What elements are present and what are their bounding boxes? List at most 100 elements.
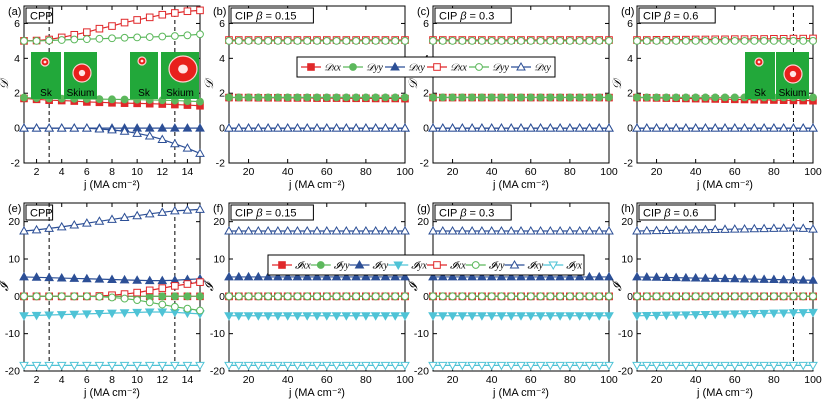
legend-marker: [307, 63, 315, 71]
data-point: [672, 93, 681, 102]
data-point: [370, 123, 381, 132]
series: [632, 123, 818, 132]
data-point: [565, 93, 574, 102]
legend-marker: [278, 261, 286, 269]
data-point: [321, 271, 332, 281]
data-point: [45, 36, 54, 45]
data-point: [652, 93, 661, 102]
data-point: [332, 93, 341, 102]
data-point: [158, 10, 167, 19]
series: [429, 36, 613, 45]
panel-title-box: [25, 204, 54, 221]
data-point: [196, 30, 204, 39]
data-point: [183, 7, 192, 16]
data-point: [662, 36, 671, 45]
y-axis-label: 𝓘: [610, 279, 624, 291]
data-point: [273, 93, 282, 102]
data-point: [81, 123, 92, 132]
data-point: [195, 361, 205, 371]
data-point: [44, 311, 55, 321]
data-point: [798, 223, 809, 232]
data-point: [351, 361, 361, 371]
series: [429, 93, 613, 102]
data-point: [195, 204, 205, 213]
data-point: [584, 123, 595, 132]
data-point: [720, 123, 730, 132]
data-point: [788, 309, 799, 318]
data-point: [133, 296, 142, 304]
data-point: [690, 361, 701, 371]
data-point: [701, 36, 710, 45]
data-point: [380, 312, 391, 321]
legend-marker: [393, 261, 404, 271]
data-point: [233, 225, 244, 235]
data-point: [447, 123, 458, 132]
x-tick-label: 40: [486, 374, 498, 386]
data-point: [595, 93, 604, 102]
y-tick-label: 0: [423, 291, 429, 303]
legend-marker: [471, 261, 480, 269]
series: [224, 123, 410, 132]
data-point: [224, 361, 234, 371]
data-point: [662, 93, 671, 102]
x-axis-label: j (MA cm⁻²): [492, 387, 549, 399]
data-point: [661, 272, 672, 281]
data-point: [273, 225, 283, 235]
data-point: [244, 93, 253, 102]
data-point: [322, 292, 331, 301]
data-point: [352, 292, 361, 301]
x-tick-label: 40: [282, 374, 294, 386]
data-point: [759, 123, 769, 132]
data-point: [264, 292, 273, 301]
panel-letter: (g): [417, 203, 430, 215]
data-point: [546, 36, 555, 45]
legend-marker: [390, 61, 400, 71]
data-point: [739, 361, 750, 371]
data-point: [468, 36, 477, 45]
data-point: [555, 123, 565, 132]
x-tick-label: 80: [360, 374, 372, 386]
data-point: [429, 93, 437, 102]
inset-sk: Sk: [130, 52, 158, 99]
data-point: [487, 292, 496, 301]
series: [225, 292, 409, 301]
data-point: [535, 271, 546, 281]
y-tick-label: 2: [14, 88, 20, 100]
data-point: [507, 36, 516, 45]
plot-frame: [636, 5, 814, 164]
data-point: [808, 224, 818, 233]
data-point: [391, 292, 400, 301]
data-point: [595, 36, 604, 45]
x-tick-label: 80: [564, 374, 576, 386]
data-point: [273, 361, 283, 371]
data-point: [760, 36, 769, 45]
legend-item: 𝓘xy: [349, 259, 389, 272]
data-point: [730, 36, 739, 45]
data-point: [381, 36, 390, 45]
data-point: [341, 271, 352, 281]
data-point: [651, 361, 662, 371]
data-point: [183, 280, 192, 288]
skyrmion-core: [789, 70, 797, 78]
data-point: [108, 22, 116, 30]
data-point: [517, 292, 525, 301]
data-point: [437, 361, 448, 371]
data-point: [729, 273, 740, 283]
data-point: [700, 310, 711, 320]
data-point: [19, 361, 29, 371]
data-point: [700, 273, 711, 282]
series: [19, 204, 205, 235]
data-point: [487, 36, 496, 45]
x-tick-label: 100: [600, 374, 618, 386]
data-point: [31, 272, 42, 281]
series: [429, 292, 613, 301]
y-axis-label: 𝒟: [202, 77, 216, 89]
data-point: [169, 123, 180, 132]
data-point: [391, 93, 400, 102]
data-point: [312, 123, 322, 132]
data-point: [642, 292, 651, 301]
x-tick-label: 6: [84, 374, 90, 386]
data-point: [195, 123, 205, 132]
